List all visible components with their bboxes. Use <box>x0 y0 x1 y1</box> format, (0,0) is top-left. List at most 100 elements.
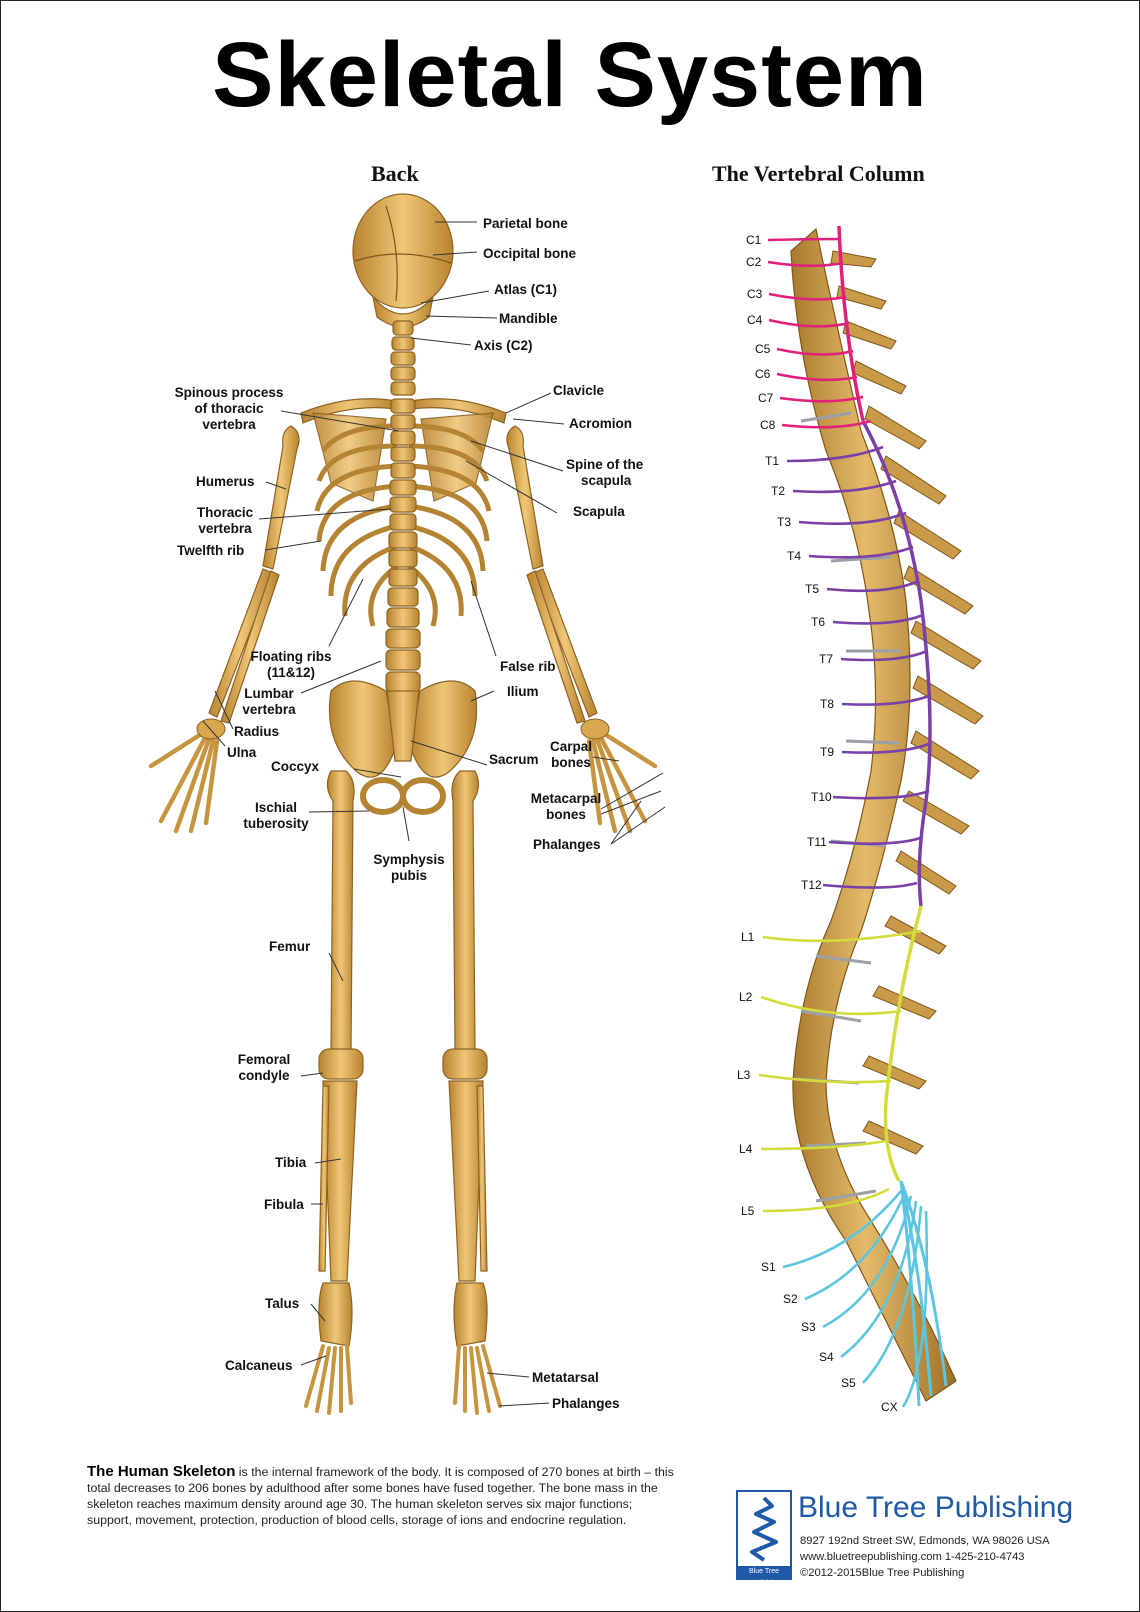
nerve-line-l1 <box>762 929 922 943</box>
label-carpal-bones-2: bones <box>551 755 591 770</box>
vertebra-label-s1: S1 <box>761 1260 776 1274</box>
publisher-name: Blue Tree Publishing <box>798 1491 1074 1524</box>
vertebra-label-c4: C4 <box>747 313 763 327</box>
label-phalanges-foot: Phalanges <box>552 1396 620 1411</box>
scapula-left <box>312 412 387 502</box>
back-view-title: Back <box>371 161 419 186</box>
vertebra-label-c3: C3 <box>747 287 763 301</box>
label-thoracic-vertebra-1: Thoracic <box>197 505 254 520</box>
feet <box>304 1282 502 1415</box>
vertebra-label-l5: L5 <box>741 1204 755 1218</box>
label-femoral-condyle-2: condyle <box>238 1068 290 1083</box>
label-ilium: Ilium <box>507 684 539 699</box>
vertebra-label-s3: S3 <box>801 1320 816 1334</box>
nerve-line-l5 <box>762 1187 890 1213</box>
label-floating-ribs-1: Floating ribs <box>251 649 332 664</box>
label-thoracic-vertebra-2: vertebra <box>198 521 252 536</box>
label-parietal-bone: Parietal bone <box>483 216 568 231</box>
vertebra-label-c8: C8 <box>760 418 776 432</box>
label-ischial-tuberosity-1: Ischial <box>255 800 297 815</box>
skull <box>352 193 454 328</box>
nerve-line-cx <box>901 1210 929 1408</box>
pelvis <box>328 680 478 815</box>
nerve-line-t3 <box>798 511 907 526</box>
nerve-line-s2 <box>804 1190 908 1301</box>
scapula-right <box>420 412 494 502</box>
label-occipital-bone: Occipital bone <box>483 246 577 261</box>
cervical-spine <box>390 320 416 396</box>
label-axis: Axis (C2) <box>474 338 533 353</box>
label-spinous-process-1: Spinous process <box>175 385 284 400</box>
nerve-line-t10 <box>832 789 930 800</box>
label-spine-of-scapula-1: Spine of the <box>566 457 644 472</box>
description-body: is the internal framework of the body. I… <box>87 1465 674 1527</box>
thoracolumbar-spine <box>385 398 421 693</box>
nerve-line-c3 <box>768 292 847 301</box>
spinal-cord-thoracic <box>861 420 932 907</box>
nerve-line-t8 <box>841 693 932 706</box>
label-fibula: Fibula <box>264 1197 304 1212</box>
label-tibia: Tibia <box>275 1155 307 1170</box>
label-ulna: Ulna <box>227 745 257 760</box>
publisher-logo: Blue Tree Publishing <box>736 1490 792 1587</box>
label-spinous-process-3: vertebra <box>202 417 256 432</box>
label-false-rib: False rib <box>500 659 556 674</box>
label-clavicle: Clavicle <box>553 383 605 398</box>
label-floating-ribs-2: (11&12) <box>267 665 315 680</box>
spine-body <box>790 227 957 1402</box>
vertebra-label-s4: S4 <box>819 1350 834 1364</box>
label-calcaneus: Calcaneus <box>225 1358 293 1373</box>
nerve-line-t4 <box>808 545 914 559</box>
nerve-line-c5 <box>776 347 854 356</box>
nerve-line-t6 <box>832 613 924 625</box>
vertebra-label-t9: T9 <box>820 745 834 759</box>
hands <box>148 718 658 834</box>
vertebra-label-s5: S5 <box>841 1376 856 1390</box>
vertebra-label-t12: T12 <box>801 878 822 892</box>
vertebra-label-l4: L4 <box>739 1142 753 1156</box>
label-humerus: Humerus <box>196 474 255 489</box>
nerve-line-l2 <box>760 995 902 1016</box>
label-ischial-tuberosity-2: tuberosity <box>243 816 309 831</box>
nerve-line-t9 <box>841 741 932 754</box>
vertebra-label-l3: L3 <box>737 1068 751 1082</box>
rib-cage <box>314 423 492 627</box>
skeleton-description: The Human Skeleton is the internal frame… <box>87 1464 677 1528</box>
nerve-line-s5 <box>862 1205 923 1384</box>
label-phalanges-hand: Phalanges <box>533 837 601 852</box>
vertebra-label-t10: T10 <box>811 790 832 804</box>
vertebra-label-c7: C7 <box>758 391 774 405</box>
skeleton-leader-lines <box>202 221 666 1407</box>
vertebra-label-l1: L1 <box>741 930 755 944</box>
vertebra-label-l2: L2 <box>739 990 753 1004</box>
label-metacarpal-bones-2: bones <box>546 807 586 822</box>
nerve-line-c4 <box>768 318 850 328</box>
nerve-line-l4 <box>760 1139 887 1151</box>
label-atlas: Atlas (C1) <box>494 282 557 297</box>
publisher-copyright: ©2012-2015Blue Tree Publishing <box>800 1567 965 1579</box>
nerve-line-t11 <box>828 835 924 845</box>
label-sacrum: Sacrum <box>489 752 539 767</box>
vertebra-label-s2: S2 <box>783 1292 798 1306</box>
nerve-line-c7 <box>779 395 864 403</box>
label-radius: Radius <box>234 724 279 739</box>
nerve-line-c2 <box>767 260 844 268</box>
label-acromion: Acromion <box>569 416 632 431</box>
nerve-line-c1 <box>767 237 842 242</box>
vertebra-label-t6: T6 <box>811 615 825 629</box>
skeleton-back-drawing <box>148 193 658 1415</box>
vertebra-label-t7: T7 <box>819 652 833 666</box>
label-spinous-process-2: of thoracic <box>194 401 264 416</box>
label-femoral-condyle-1: Femoral <box>238 1052 291 1067</box>
tree-logo-icon <box>750 1496 778 1562</box>
vertebra-label-cx: CX <box>881 1400 898 1414</box>
vertebra-label-t2: T2 <box>771 484 785 498</box>
label-lumbar-vertebra-1: Lumbar <box>244 686 294 701</box>
nerve-line-t5 <box>826 579 920 593</box>
publisher-address: 8927 192nd Street SW, Edmonds, WA 98026 … <box>800 1535 1050 1547</box>
vertebra-label-t1: T1 <box>765 454 779 468</box>
nerve-line-s1 <box>782 1190 902 1269</box>
label-talus: Talus <box>265 1296 299 1311</box>
label-femur: Femur <box>269 939 311 954</box>
